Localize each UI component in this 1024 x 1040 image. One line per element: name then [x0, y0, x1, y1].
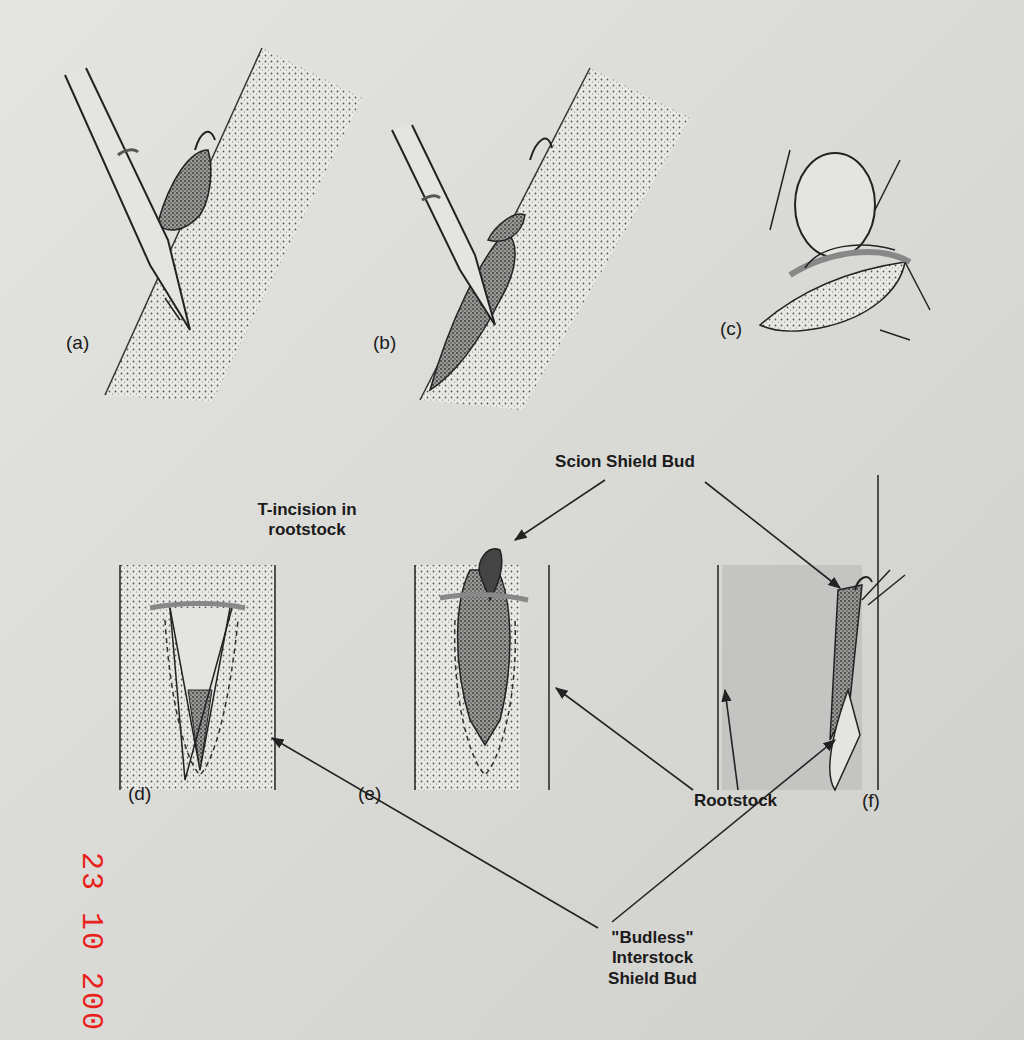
panel-letter: (c) [720, 318, 742, 340]
t-incision-stem [120, 565, 275, 790]
panel-letter: (f) [862, 790, 880, 812]
stem-b [392, 68, 690, 410]
side-view-stem [718, 475, 905, 790]
part-label: T-incision in rootstock [232, 500, 382, 541]
chip-in-fingers [760, 150, 930, 340]
leader-lines [272, 480, 840, 928]
stem-a [65, 48, 362, 402]
date-stamp: 23 10 200 [74, 852, 108, 1032]
panel-letter: (b) [373, 332, 396, 354]
part-label: Rootstock [683, 791, 788, 811]
inserted-shield-stem [415, 549, 549, 790]
part-label: Scion Shield Bud [535, 452, 715, 472]
panel-letter: (d) [128, 783, 151, 805]
panel-letter: (e) [358, 783, 381, 805]
panel-letter: (a) [66, 332, 89, 354]
part-label: "Budless" Interstock Shield Bud [590, 928, 715, 989]
